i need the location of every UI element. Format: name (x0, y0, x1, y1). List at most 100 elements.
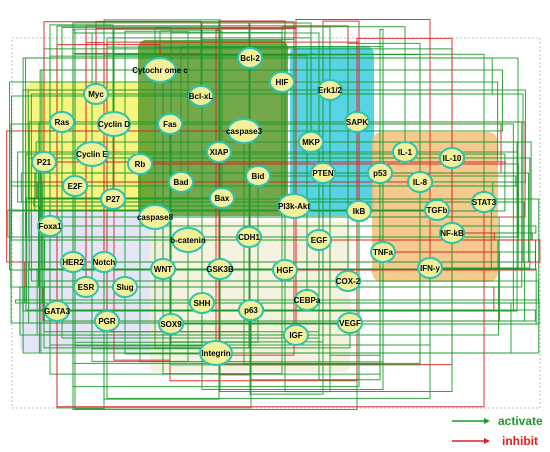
node-shh[interactable]: SHH (189, 292, 215, 314)
node-label: Ras (55, 118, 70, 127)
node-label: MKP (302, 138, 320, 147)
node-sapk[interactable]: SAPK (344, 111, 370, 133)
node-label: IkB (353, 207, 366, 216)
node-label: HGF (277, 266, 294, 275)
node-shape (367, 162, 393, 184)
node-nfkb[interactable]: NF-kB (439, 222, 465, 244)
node-gata3[interactable]: GATA3 (44, 300, 71, 322)
node-casp8[interactable]: caspase8 (137, 204, 174, 230)
node-hif[interactable]: HIF (269, 71, 295, 93)
node-shape (439, 147, 465, 169)
node-bad[interactable]: Bad (168, 171, 194, 193)
node-fas[interactable]: Fas (157, 113, 183, 135)
node-il10[interactable]: IL-10 (439, 147, 465, 169)
node-label: COX-2 (336, 277, 361, 286)
node-label: P27 (106, 195, 121, 204)
node-cyce[interactable]: Cyclin E (75, 141, 109, 167)
node-shape (62, 175, 88, 197)
node-egf[interactable]: EGF (306, 229, 332, 251)
activate-edge (73, 261, 526, 322)
activate-edge (74, 186, 105, 410)
node-label: ESR (78, 283, 95, 292)
node-shape (245, 165, 271, 187)
legend: activate inhibit (452, 414, 543, 448)
node-esr[interactable]: ESR (73, 276, 99, 298)
node-stat3[interactable]: STAT3 (471, 191, 497, 213)
node-shape (209, 187, 235, 209)
node-rb[interactable]: Rb (127, 153, 153, 175)
node-bid[interactable]: Bid (245, 165, 271, 187)
node-pgr[interactable]: PGR (94, 310, 120, 332)
node-bclxl[interactable]: Bcl-xL (188, 85, 214, 107)
node-label: Rb (135, 160, 146, 169)
inhibit-edge (56, 202, 485, 408)
node-hgf[interactable]: HGF (272, 259, 298, 281)
node-ifng[interactable]: IFN-y (417, 257, 443, 279)
node-shape (227, 118, 261, 144)
node-cox2[interactable]: COX-2 (335, 270, 361, 292)
node-pten[interactable]: PTEN (310, 162, 336, 184)
activate-edge (201, 22, 312, 303)
node-shape (269, 71, 295, 93)
activate-edge (155, 216, 500, 270)
activate-edge (329, 90, 381, 356)
node-shape (337, 312, 363, 334)
node-label: NF-kB (440, 229, 464, 238)
node-ikb[interactable]: IkB (346, 200, 372, 222)
node-myc[interactable]: Myc (83, 83, 109, 105)
node-sox9[interactable]: SOX9 (158, 313, 184, 335)
node-notch[interactable]: Notch (91, 251, 117, 273)
node-il1[interactable]: IL-1 (392, 141, 418, 163)
node-bcl2[interactable]: Bcl-2 (237, 47, 263, 69)
node-label: Foxa1 (38, 222, 62, 231)
activate-edge (318, 211, 360, 381)
node-bcat[interactable]: b-catenin (170, 227, 206, 253)
activate-edge (62, 121, 523, 288)
node-mkp[interactable]: MKP (298, 131, 324, 153)
legend-activate-label: activate (498, 414, 543, 428)
node-integrin[interactable]: Integrin (199, 340, 233, 366)
node-foxa1[interactable]: Foxa1 (37, 215, 63, 237)
node-her2[interactable]: HER2 (60, 251, 86, 273)
node-shape (157, 113, 183, 135)
node-label: E2F (68, 182, 83, 191)
node-label: EGF (311, 236, 328, 245)
node-e2f[interactable]: E2F (62, 175, 88, 197)
node-label: VEGF (339, 319, 361, 328)
node-label: Cyclin D (98, 120, 130, 129)
node-cebpa[interactable]: CEBPa (294, 289, 321, 311)
node-vegf[interactable]: VEGF (337, 312, 363, 334)
activate-edge (219, 233, 453, 392)
node-bax[interactable]: Bax (209, 187, 235, 209)
node-shape (60, 251, 86, 273)
node-pi3k[interactable]: PI3k-Akt (277, 193, 311, 219)
node-label: CEBPa (294, 296, 321, 305)
node-gsk3b[interactable]: GSK3B (206, 258, 234, 280)
node-xiap[interactable]: XIAP (206, 141, 232, 163)
node-shape (236, 226, 262, 248)
node-p53[interactable]: p53 (367, 162, 393, 184)
node-cytc[interactable]: Cytochr ome c (132, 57, 188, 83)
node-shape (168, 171, 194, 193)
node-shape (344, 111, 370, 133)
node-tnfa[interactable]: TNFa (370, 241, 396, 263)
node-slug[interactable]: Slug (112, 276, 138, 298)
activate-edge (430, 201, 525, 269)
node-il8[interactable]: IL-8 (407, 171, 433, 193)
node-tgfb[interactable]: TGFb (424, 199, 450, 221)
node-casp3[interactable]: caspase3 (226, 118, 263, 144)
node-shape (31, 151, 57, 173)
node-p63[interactable]: p63 (238, 299, 264, 321)
node-ras[interactable]: Ras (49, 111, 75, 133)
node-p21[interactable]: P21 (31, 151, 57, 173)
activate-edge (124, 30, 189, 287)
node-label: caspase8 (137, 213, 174, 222)
node-igf[interactable]: IGF (283, 324, 309, 346)
node-cycd[interactable]: Cyclin D (97, 111, 131, 137)
activate-edge (113, 198, 540, 354)
node-cdh1[interactable]: CDH1 (236, 226, 262, 248)
node-wnt[interactable]: WNT (150, 258, 176, 280)
node-p27[interactable]: P27 (100, 188, 126, 210)
node-label: CDH1 (238, 233, 260, 242)
node-erk[interactable]: Erk1/2 (317, 79, 343, 101)
